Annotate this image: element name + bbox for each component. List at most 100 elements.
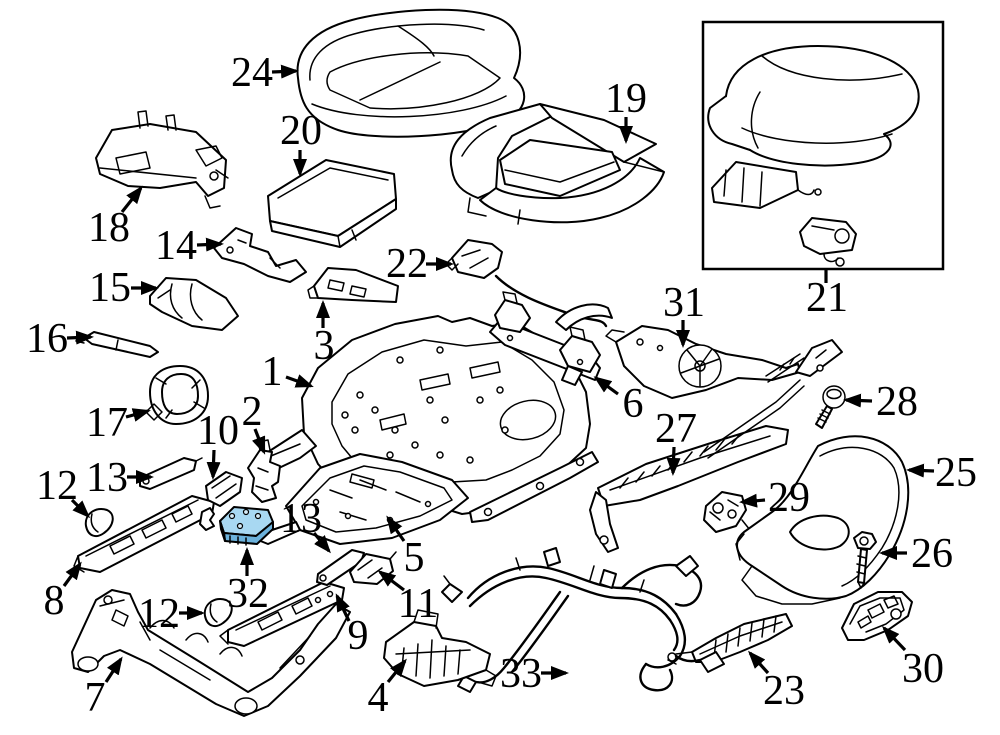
part-5-seat-pan [257,453,469,545]
part-10-channel-clip [205,471,243,507]
part-12-clip-upper [84,508,114,538]
part-callout-18: 18 [88,185,143,251]
small-clip [199,507,215,531]
part-callout-5: 5 [386,515,425,581]
part-number-label: 33 [500,651,542,697]
part-callout-3: 3 [314,300,335,369]
callout-arrow [843,393,873,408]
callout-arrow [335,593,351,622]
part-callout-26: 26 [879,531,953,577]
part-callout-31: 31 [663,280,705,348]
callout-arrow [312,531,331,554]
callout-arrow [377,570,405,592]
part-number-label: 21 [806,275,848,321]
callout-arrow [386,658,407,684]
part-number-label: 5 [404,535,425,581]
part-callout-27: 27 [655,406,697,476]
part-number-label: 16 [26,316,68,362]
part-number-label: 8 [44,578,65,624]
part-number-label: 13 [86,455,128,501]
part-callout-12: 12 [36,463,91,519]
part-number-label: 19 [605,76,647,122]
callout-arrow [62,561,82,587]
part-17-handwheel [145,365,209,425]
part-callout-23: 23 [747,650,805,714]
part-callout-29: 29 [739,475,810,521]
callout-arrow [739,493,766,508]
part-callout-24: 24 [231,50,299,96]
part-callout-30: 30 [881,625,944,692]
part-number-label: 12 [36,463,78,509]
part-callout-6: 6 [593,376,644,427]
callout-arrow [906,463,935,478]
part-21-inset-assembly [701,20,945,271]
part-number-label: 4 [368,675,389,721]
callout-arrow [70,498,91,519]
callout-arrow [881,625,907,652]
part-callout-11: 11 [377,570,438,627]
part-14-bracket [213,227,307,283]
part-number-label: 1 [262,349,283,395]
part-3-bolster-support [307,267,399,303]
part-number-label: 13 [280,496,322,542]
part-number-label: 9 [348,613,369,659]
part-callout-4: 4 [368,658,407,721]
part-number-label: 3 [314,323,335,369]
callout-arrow [271,64,299,79]
part-number-label: 31 [663,280,705,326]
part-32-control-module-highlighted [219,506,274,546]
part-callout-12: 12 [138,591,205,637]
callout-arrow [104,656,123,683]
part-number-label: 29 [768,475,810,521]
callout-arrow [206,449,221,480]
part-29-hinge-bracket [703,491,751,537]
part-callout-13: 13 [280,496,331,554]
part-callout-15: 15 [89,265,159,311]
part-number-label: 14 [155,223,197,269]
part-callout-20: 20 [280,108,322,177]
part-number-label: 30 [902,646,944,692]
part-callout-33: 33 [500,651,569,697]
part-number-label: 28 [876,379,918,425]
part-20-foam-pad [267,159,397,248]
callout-arrow [666,446,681,476]
part-number-label: 10 [197,408,239,454]
part-number-label: 24 [231,50,273,96]
inset-box [701,20,945,271]
part-callout-2: 2 [242,389,266,455]
part-callout-32: 32 [227,547,269,617]
part-number-label: 12 [138,591,180,637]
part-number-label: 2 [242,389,263,435]
part-15-trim-shell [149,277,239,331]
callout-arrow [120,185,143,213]
callout-arrow [386,515,406,542]
part-number-label: 20 [280,108,322,154]
part-callout-28: 28 [843,379,918,425]
part-callout-14: 14 [155,223,224,269]
callout-arrow [747,650,770,675]
part-7-lower-frame [71,589,351,717]
part-26-screw [853,531,877,589]
part-number-label: 18 [88,205,130,251]
part-22-cable-bracket [445,239,613,331]
part-callout-13: 13 [86,455,154,501]
callouts-layer: 1234567891011121213131415161718192021222… [26,50,977,721]
artwork-layer [71,8,945,717]
part-number-label: 17 [86,400,128,446]
part-number-label: 11 [398,581,438,627]
part-12-clip-lower [203,598,233,628]
part-callout-8: 8 [44,561,82,624]
part-33-wiring-harness [441,547,725,693]
part-number-label: 15 [89,265,131,311]
part-number-label: 26 [911,531,953,577]
part-callout-19: 19 [605,76,647,144]
callout-arrow [125,408,151,422]
part-callout-10: 10 [197,408,239,480]
part-28-bolt [815,385,846,429]
part-6-mount-bracket [489,291,601,386]
part-number-label: 23 [763,668,805,714]
callout-arrow [252,428,266,455]
part-callout-9: 9 [335,593,369,659]
